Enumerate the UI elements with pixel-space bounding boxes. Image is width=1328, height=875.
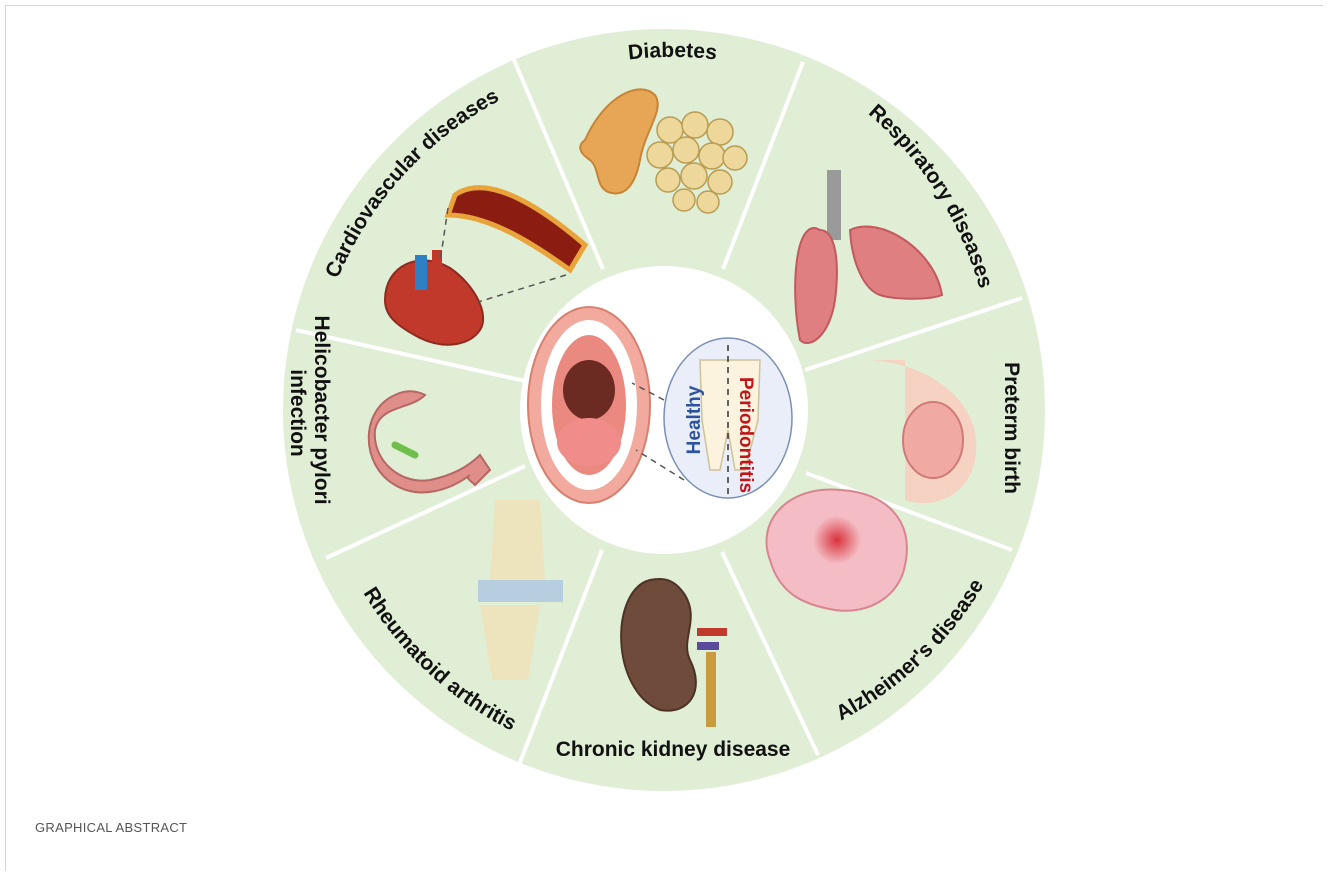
figure-caption: GRAPHICAL ABSTRACT [35,820,187,835]
open-mouth-icon [528,307,650,503]
segment-label-diabetes: Diabetes [627,39,718,65]
periodontitis-label: Periodontitis [735,377,756,493]
segment-label-preterm-birth: Preterm birth [1000,362,1023,494]
comorbidity-wheel-diagram: Diabetes Respiratory diseases Preterm bi… [0,0,1328,810]
healthy-label: Healthy [684,385,705,454]
segment-label-chronic-kidney-disease: Chronic kidney disease [556,738,791,761]
